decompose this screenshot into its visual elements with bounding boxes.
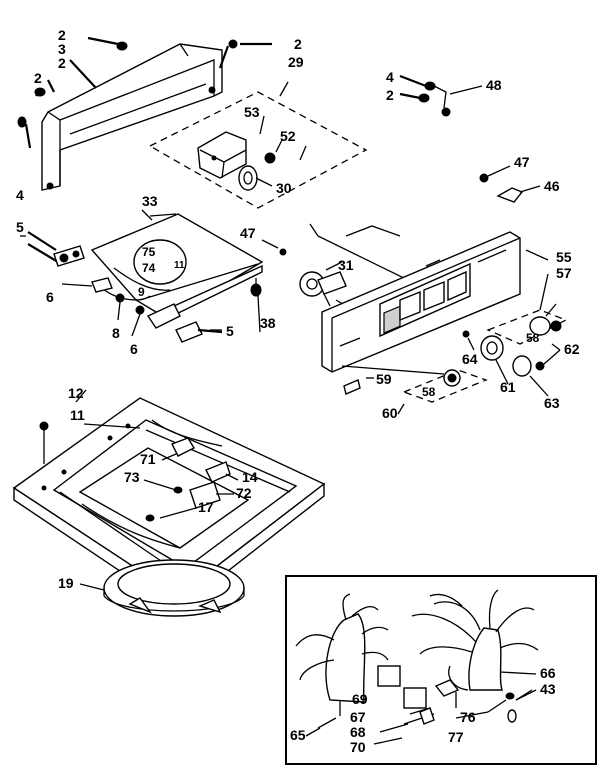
callout-label: 8 <box>112 325 120 341</box>
callout-label: 47 <box>514 154 530 170</box>
callout-label: 38 <box>260 315 276 331</box>
callout-label: 30 <box>276 180 292 196</box>
callout-leaders <box>20 209 561 737</box>
callout-label: 65 <box>290 727 306 743</box>
callout-labels: 2 3 2 2 2 29 4 2 48 53 52 30 4 47 46 33 … <box>16 27 580 755</box>
control-panel <box>321 231 521 373</box>
bracket-48 <box>399 74 483 117</box>
callout-label: 3 <box>58 41 66 57</box>
callout-label: 71 <box>140 451 156 467</box>
callout-label: 55 <box>556 249 572 265</box>
parts-46-47 <box>261 165 541 256</box>
callout-label: 31 <box>338 257 354 273</box>
callout-label: 2 <box>34 70 42 86</box>
callout-label: 66 <box>540 665 556 681</box>
callout-label: 2 <box>58 27 66 43</box>
callout-label: 2 <box>58 55 66 71</box>
timer-assembly <box>148 81 368 209</box>
callout-label: 62 <box>564 341 580 357</box>
callout-label: 53 <box>244 104 260 120</box>
callout-label: 63 <box>544 395 560 411</box>
callout-label: 33 <box>142 193 158 209</box>
hinge-parts-5-6 <box>27 231 223 343</box>
callout-label: 68 <box>350 724 366 740</box>
callout-label: 61 <box>500 379 516 395</box>
callout-label: 57 <box>556 265 572 281</box>
callout-label: 17 <box>198 499 214 515</box>
callout-label: 4 <box>386 69 394 85</box>
callout-label: 58 <box>526 331 540 345</box>
callout-label: 5 <box>16 219 24 235</box>
knob-59-60 <box>341 365 488 403</box>
callout-label: 70 <box>350 739 366 755</box>
console-base <box>90 213 264 325</box>
callout-label: 60 <box>382 405 398 421</box>
control-knobs <box>462 303 568 377</box>
switch-31 <box>299 261 347 307</box>
callout-label: 52 <box>280 128 296 144</box>
callout-label: 73 <box>124 469 140 485</box>
callout-label: 6 <box>130 341 138 357</box>
callout-label: 19 <box>58 575 74 591</box>
callout-label: 46 <box>544 178 560 194</box>
callout-label: 2 <box>386 87 394 103</box>
callout-label: 4 <box>16 187 24 203</box>
callout-label: 43 <box>540 681 556 697</box>
callout-label: 69 <box>352 691 368 707</box>
callout-label: 47 <box>240 225 256 241</box>
callout-label: 72 <box>236 485 252 501</box>
callout-label: 64 <box>462 351 478 367</box>
callout-label: 5 <box>226 323 234 339</box>
panel-screws <box>17 36 272 149</box>
callout-label: 2 <box>294 36 302 52</box>
callout-label: 48 <box>486 77 502 93</box>
cabinet-top <box>12 397 326 612</box>
callout-label: 9 <box>138 285 145 299</box>
callout-label: 6 <box>46 289 54 305</box>
callout-label: 67 <box>350 709 366 725</box>
callout-label: 77 <box>448 729 464 745</box>
callout-label: 75 <box>142 245 156 259</box>
callout-label: 11 <box>70 407 85 423</box>
callout-label: 76 <box>460 709 476 725</box>
callout-label: 29 <box>288 54 304 70</box>
leader-line <box>309 223 413 283</box>
callout-label: 12 <box>68 385 84 401</box>
callout-label: 74 <box>142 261 156 275</box>
callout-label: 58 <box>422 385 436 399</box>
ring-19 <box>79 559 245 617</box>
callout-label: 59 <box>376 371 392 387</box>
wiring-harness-inset <box>285 575 597 765</box>
callout-label: 11 <box>174 260 185 271</box>
callout-label: 14 <box>242 469 258 485</box>
rear-console-panel <box>41 43 223 191</box>
